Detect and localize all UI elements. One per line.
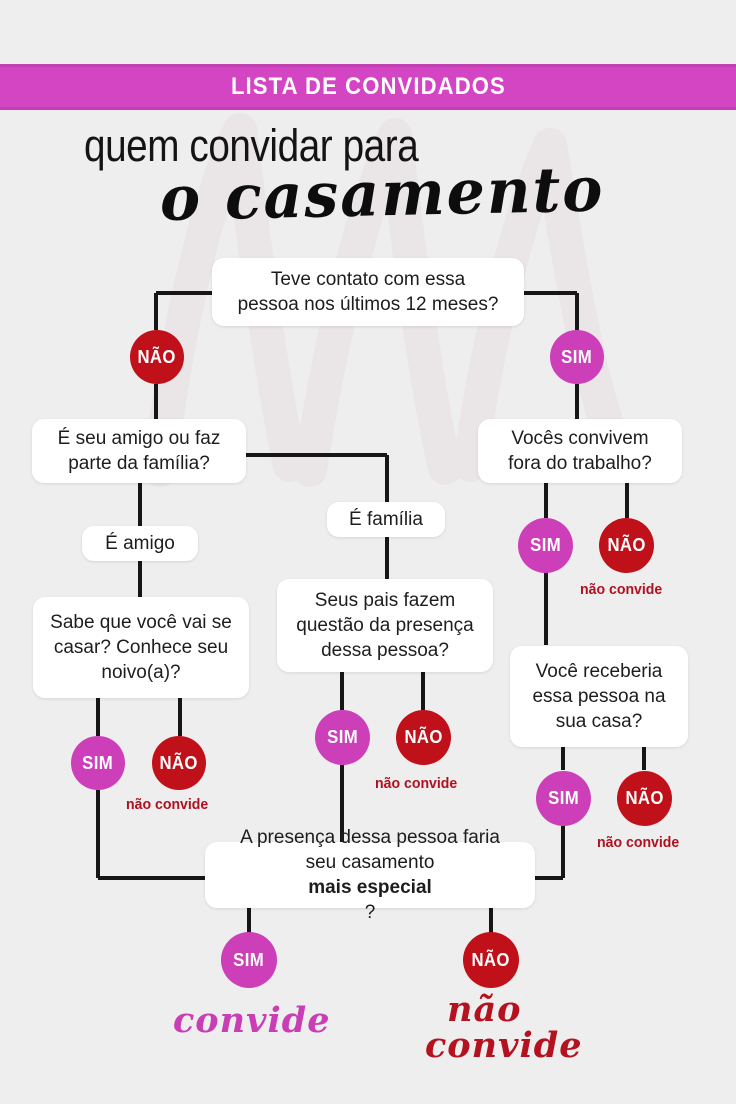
q3m-line-1: Seus pais fazem [314, 590, 456, 611]
chip-label: NÃO [471, 949, 511, 970]
chip-label: SIM [548, 788, 579, 808]
chip-label: SIM [233, 949, 265, 970]
q1-line-2: pessoa nos últimos 12 meses? [237, 294, 499, 315]
headline-line-1: quem convidar para [84, 120, 419, 171]
banner-bottom-edge [0, 107, 736, 110]
chip-nao-q3-right[interactable]: NÃO [617, 771, 672, 826]
final-line-2: seu casamento mais especial? [240, 850, 500, 925]
header-banner: LISTA DE CONVIDADOS [0, 64, 736, 110]
question-box-more-special[interactable]: A presença dessa pessoa faria seu casame… [205, 827, 535, 923]
chip-sim-q2-right[interactable]: SIM [518, 518, 573, 573]
q1-line-1: Teve contato com essa [270, 269, 466, 290]
chip-label: NÃO [625, 788, 664, 808]
chip-sim-q1[interactable]: SIM [550, 330, 604, 384]
q2l-line-2: parte da família? [68, 453, 210, 474]
q2l-line-1: É seu amigo ou faz [57, 428, 221, 449]
q3r-line-2: essa pessoa na [532, 686, 666, 707]
note-nao-convide-q3-mid: não convide [375, 775, 458, 792]
question-box-knows-wedding[interactable]: Sabe que você vai se casar? Conhece seu … [33, 597, 249, 698]
note-nao-convide-q3-left: não convide [126, 796, 209, 813]
q3l-line-1: Sabe que você vai se [50, 612, 232, 633]
tag-amigo-label: É amigo [105, 533, 175, 554]
chip-label: SIM [561, 346, 593, 367]
final-line-2-emphasis: mais especial [308, 877, 432, 898]
chip-label: NÃO [404, 727, 443, 747]
tag-box-familia[interactable]: É família [327, 502, 445, 537]
q3l-line-2: casar? Conhece seu [53, 637, 229, 658]
q3l-line-3: noivo(a)? [101, 662, 181, 683]
final-line-2-part-c: ? [364, 902, 376, 923]
banner-title: LISTA DE CONVIDADOS [230, 73, 506, 100]
chip-sim-q3-right[interactable]: SIM [536, 771, 591, 826]
final-line-2-part-a: seu casamento [305, 852, 435, 873]
question-box-friend-or-family[interactable]: É seu amigo ou faz parte da família? [32, 419, 246, 483]
chip-label: SIM [82, 752, 114, 773]
chip-nao-q3-mid[interactable]: NÃO [396, 710, 451, 765]
outcome-nao-convide: não convide [425, 992, 582, 1064]
q3m-line-2: questão da presença [296, 615, 474, 636]
outcome-nao-convide-line-1: não [447, 989, 522, 1030]
chip-label: SIM [530, 535, 561, 555]
outcome-nao-convide-line-2: convide [425, 1025, 583, 1066]
final-line-1: A presença dessa pessoa faria [240, 827, 500, 848]
q3r-line-1: Você receberia [535, 661, 663, 682]
note-nao-convide-q2-right: não convide [580, 581, 663, 598]
chip-sim-final[interactable]: SIM [221, 932, 277, 988]
chip-sim-q3-mid[interactable]: SIM [315, 710, 370, 765]
q2r-line-1: Vocês convivem [511, 428, 649, 449]
chip-label: SIM [327, 727, 358, 747]
q3m-line-3: dessa pessoa? [321, 640, 449, 661]
question-box-outside-work[interactable]: Vocês convivem fora do trabalho? [478, 419, 682, 483]
tag-box-amigo[interactable]: É amigo [82, 526, 198, 561]
q3r-line-3: sua casa? [555, 711, 643, 732]
q2r-line-2: fora do trabalho? [508, 453, 652, 474]
question-box-parents-insist[interactable]: Seus pais fazem questão da presença dess… [277, 579, 493, 672]
chip-sim-q3-left[interactable]: SIM [71, 736, 125, 790]
chip-label: NÃO [607, 535, 646, 555]
question-box-host-at-home[interactable]: Você receberia essa pessoa na sua casa? [510, 646, 688, 747]
tag-familia-label: É família [349, 509, 423, 530]
question-box-contact[interactable]: Teve contato com essa pessoa nos últimos… [212, 258, 524, 326]
chip-nao-q2-right[interactable]: NÃO [599, 518, 654, 573]
chip-nao-final[interactable]: NÃO [463, 932, 519, 988]
chip-nao-q1[interactable]: NÃO [130, 330, 184, 384]
chip-nao-q3-left[interactable]: NÃO [152, 736, 206, 790]
outcome-convide: convide [173, 1000, 331, 1041]
headline-block: quem convidar para o casamento [0, 112, 736, 252]
chip-label: NÃO [137, 346, 177, 367]
top-margin-strip [0, 0, 736, 64]
chip-label: NÃO [159, 752, 199, 773]
banner-top-edge [0, 64, 736, 67]
note-nao-convide-q3-right: não convide [597, 834, 680, 851]
